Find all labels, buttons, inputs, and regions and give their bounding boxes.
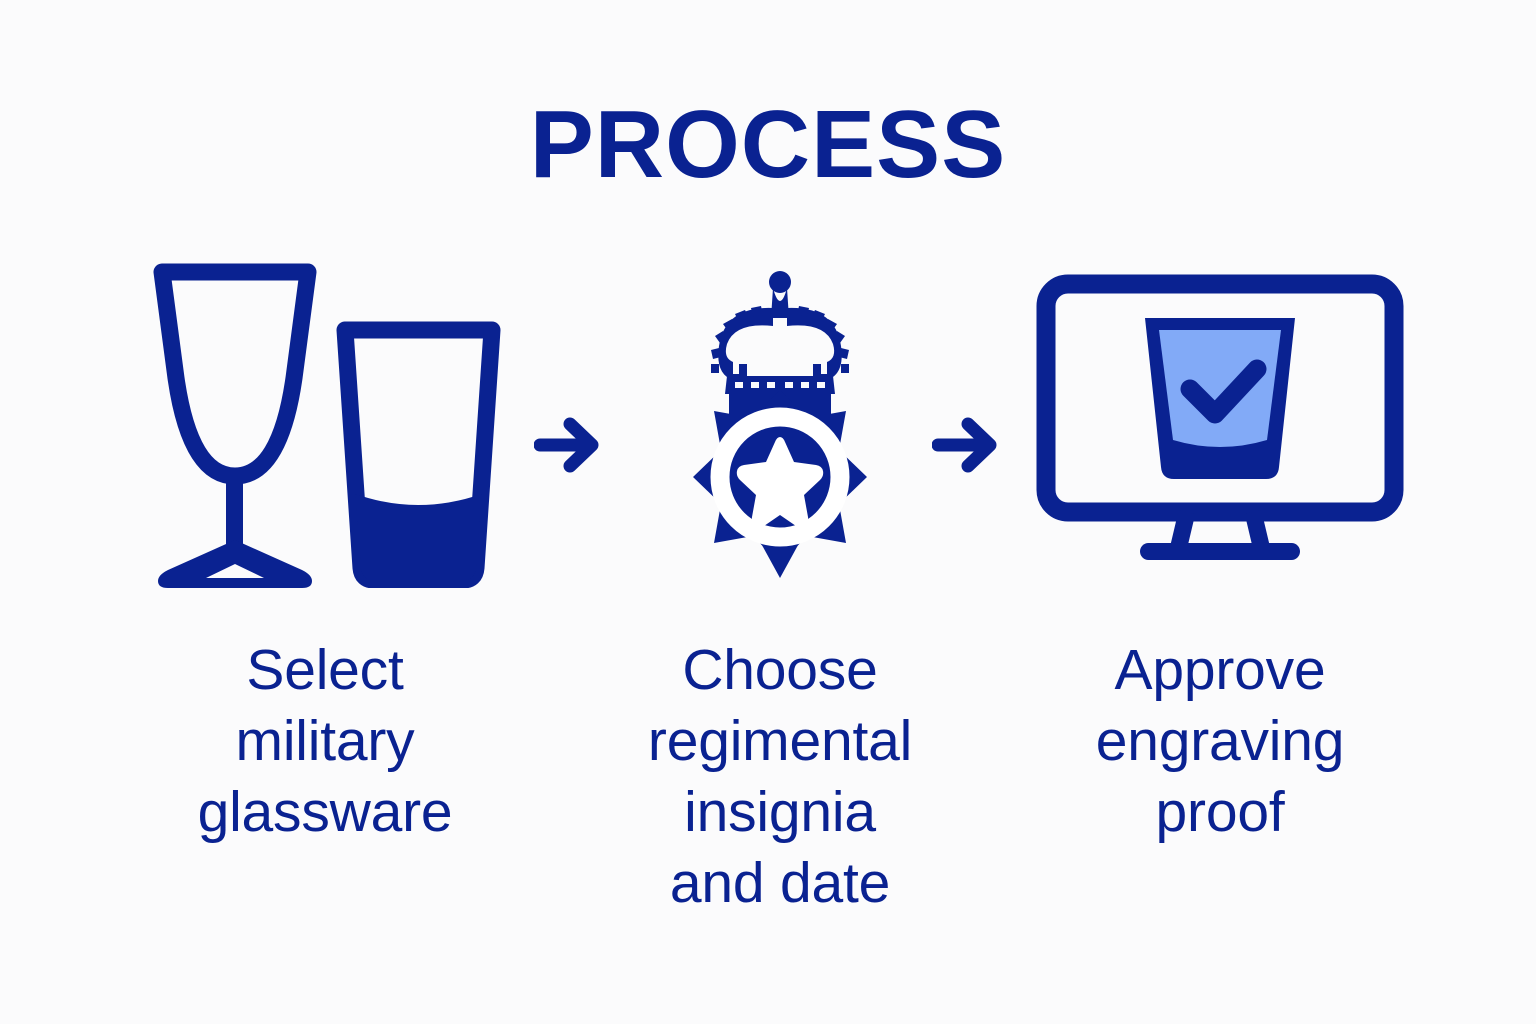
monitor-proof-step: Approve engraving proof [1005, 250, 1435, 848]
step-2-caption: Choose regimental insignia and date [647, 638, 913, 915]
step-1-caption: Select military glassware [197, 638, 453, 844]
glassware-icon [140, 250, 510, 595]
monitor-proof-icon [1035, 250, 1405, 595]
page-title: PROCESS [529, 91, 1007, 198]
process-step-1: Select military glassware [110, 250, 540, 848]
arrow-step1-to-step2 [534, 410, 604, 480]
regimental-badge-icon [665, 250, 895, 595]
arrow-step2-to-step3 [932, 410, 1002, 480]
process-step-2: Choose regimental insignia and date [565, 250, 995, 919]
step-3-caption: Approve engraving proof [1095, 638, 1345, 844]
